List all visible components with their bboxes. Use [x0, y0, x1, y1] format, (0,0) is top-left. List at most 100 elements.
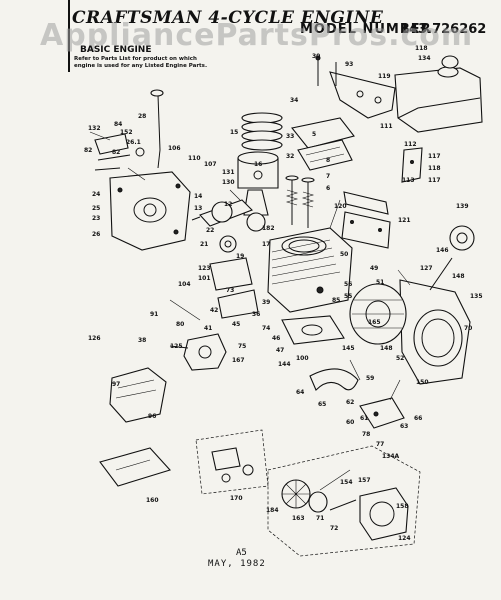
starter-housing[interactable]: [359, 487, 409, 541]
flywheel[interactable]: [349, 283, 407, 345]
callout-145: 145: [342, 345, 355, 352]
starter-group-outline: [267, 445, 421, 557]
callout-26-1: 26.1: [126, 139, 141, 146]
callout-75: 75: [238, 343, 246, 350]
callout-23: 23: [92, 215, 100, 222]
valves[interactable]: [285, 175, 315, 228]
carburetor-shroud[interactable]: [341, 211, 391, 249]
callout-19: 19: [236, 253, 244, 260]
crankcase-cover[interactable]: [109, 171, 191, 251]
callout-131: 131: [222, 169, 235, 176]
callout-146: 146: [436, 247, 449, 254]
control-bracket[interactable]: [401, 147, 423, 183]
callout-36: 36: [252, 311, 260, 318]
callout-127: 127: [420, 265, 433, 272]
blower-housing[interactable]: [399, 279, 471, 385]
callout-150: 150: [416, 379, 429, 386]
callout-6: 6: [326, 185, 330, 192]
callout-120: 120: [334, 203, 347, 210]
starter-pulley[interactable]: [429, 225, 475, 291]
callout-170: 170: [230, 495, 243, 502]
section-note: Refer to Parts List for product on which…: [74, 56, 208, 69]
callout-28: 28: [138, 113, 146, 120]
callout-154: 154: [340, 479, 353, 486]
callout-61: 61: [360, 415, 368, 422]
callout-66: 66: [414, 415, 422, 422]
callout-7: 7: [326, 173, 330, 180]
starter-spring[interactable]: [308, 491, 357, 513]
callout-49: 49: [370, 265, 378, 272]
callout-160: 160: [146, 497, 159, 504]
page-border: [68, 0, 70, 72]
tank-bracket[interactable]: [329, 71, 396, 119]
callout-60: 60: [346, 419, 354, 426]
head-bolts[interactable]: [315, 55, 337, 86]
callout-21: 21: [200, 241, 208, 248]
callout-34: 34: [290, 97, 298, 104]
callout-51: 51: [376, 279, 384, 286]
callout-182: 182: [262, 225, 275, 232]
site-watermark: AppliancePartsPros.com: [40, 18, 474, 53]
piston-rings[interactable]: [241, 112, 283, 151]
callout-134: 134: [418, 55, 431, 62]
camshaft[interactable]: [219, 235, 237, 253]
callout-158: 158: [396, 503, 409, 510]
callout-85: 85: [332, 297, 340, 304]
callout-132: 132: [88, 125, 101, 132]
section-title: BASIC ENGINE: [80, 45, 152, 55]
cylinder-block[interactable]: [267, 227, 353, 313]
callout-184: 184: [266, 507, 279, 514]
callout-101: 101: [198, 275, 211, 282]
ignition-module[interactable]: [359, 397, 405, 429]
shroud-plate[interactable]: [343, 191, 389, 215]
callout-111: 111: [380, 123, 393, 130]
fuel-tank[interactable]: [394, 55, 483, 133]
callout-126: 126: [88, 335, 101, 342]
model-number-label: MODEL NUMBER: [300, 22, 432, 37]
callout-167: 167: [232, 357, 245, 364]
callout-33: 33: [286, 133, 294, 140]
crankshaft[interactable]: [191, 199, 253, 227]
carburetor[interactable]: [169, 333, 227, 371]
callout-125: 125: [170, 343, 183, 350]
callout-56: 56: [344, 281, 352, 288]
brake-band[interactable]: [309, 368, 359, 391]
breather-cover[interactable]: [291, 117, 355, 171]
callout-124: 124: [398, 535, 411, 542]
callout-100: 100: [296, 355, 309, 362]
governor-linkage[interactable]: [94, 133, 145, 171]
base-gasket[interactable]: [281, 315, 345, 345]
callout-97: 97: [112, 381, 120, 388]
starter-cup[interactable]: [281, 479, 311, 509]
callout-17: 17: [262, 241, 270, 248]
repair-kit-inset[interactable]: [195, 429, 269, 495]
callout-46: 46: [272, 335, 280, 342]
callout-70: 70: [464, 325, 472, 332]
callout-118: 118: [415, 45, 428, 52]
callout-64: 64: [296, 389, 304, 396]
callout-38: 38: [138, 337, 146, 344]
oil-fill-tube[interactable]: [150, 89, 164, 169]
callout-104: 104: [178, 281, 191, 288]
muffler[interactable]: [109, 367, 167, 423]
callout-82: 82: [84, 147, 92, 154]
callout-52: 52: [396, 355, 404, 362]
callout-82b: 82: [112, 149, 120, 156]
callout-71: 71: [316, 515, 324, 522]
callout-30: 30: [312, 53, 320, 60]
connecting-rod[interactable]: [243, 189, 269, 232]
callout-42: 42: [210, 307, 218, 314]
callout-117b: 117: [428, 177, 441, 184]
owners-manual[interactable]: [99, 447, 171, 487]
callout-73: 73: [226, 287, 234, 294]
callout-117: 117: [428, 153, 441, 160]
callout-80: 80: [176, 321, 184, 328]
air-baffle[interactable]: [209, 257, 259, 319]
callout-112: 112: [404, 141, 417, 148]
callout-26: 26: [92, 231, 100, 238]
callout-110: 110: [188, 155, 201, 162]
callout-107: 107: [204, 161, 217, 168]
piston[interactable]: [237, 151, 279, 189]
callout-14: 14: [194, 193, 202, 200]
